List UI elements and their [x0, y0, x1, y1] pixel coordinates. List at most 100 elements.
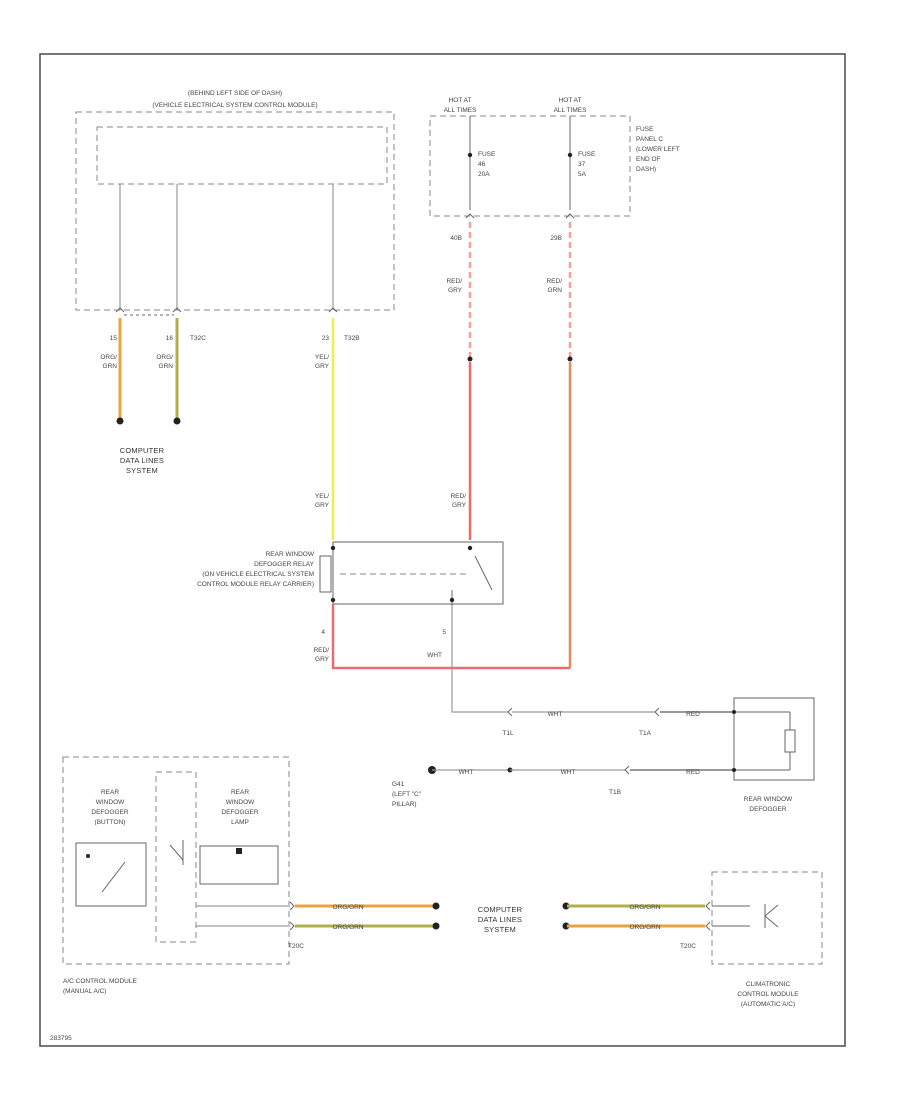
fuse-37-label-b: 37 [578, 161, 586, 168]
defogger-lamp-box [199, 845, 279, 885]
ground-label-a: G41 [392, 781, 405, 788]
fuse-panel-label-e: DASH) [636, 166, 656, 173]
cdls-top-label-b: DATA LINES [120, 456, 164, 465]
transistor-icon [169, 844, 184, 861]
ac-connector-2-icon [289, 921, 295, 931]
fuse-out-connector-2 [565, 213, 575, 219]
connector-pins-vecm [115, 307, 338, 313]
ct-module-name-c: (AUTOMATIC A/C) [741, 1001, 795, 1008]
relay-out-red-label-b: GRY [315, 656, 330, 663]
splice-2 [567, 356, 573, 362]
ground-label-b: (LEFT "C" [392, 791, 422, 798]
wire-red-gry-2-label-a: RED/ [546, 278, 562, 285]
wire-red-gry-relay-out [331, 604, 570, 670]
ac-button-label-d: (BUTTON) [95, 819, 126, 826]
defogger-label-b: DEFOGGER [749, 806, 787, 813]
fuse-panel-label-b: PANEL C [636, 136, 663, 143]
defogger-grid-icon [784, 729, 796, 753]
wire-red-1-label: RED [686, 711, 700, 718]
ac-button-label-a: REAR [101, 789, 119, 796]
fuse-out-1-label: 40B [450, 235, 462, 242]
diagram-frame [39, 53, 846, 1047]
connector-t1b-icon [624, 765, 630, 775]
fuse-panel-label-d: END OF [636, 156, 661, 163]
wire-wht-1-label: WHT [548, 711, 563, 718]
relay-wire-yel-label-a: YEL/ [315, 493, 329, 500]
pin-16-label: 16 [166, 335, 174, 342]
splice-1 [467, 356, 473, 362]
ac-lamp-label-a: REAR [231, 789, 249, 796]
ac-control-module [62, 756, 290, 965]
ac-button-label-c: DEFOGGER [91, 809, 129, 816]
ct-wire-1-label: ORG/GRN [629, 904, 660, 911]
relay-name-label-c: (ON VEHICLE ELECTRICAL SYSTEM [202, 571, 314, 578]
ground-label-c: PILLAR) [392, 801, 417, 808]
fuse-37-label-a: FUSE [578, 151, 596, 158]
defogger-button-icon [101, 861, 126, 893]
wire-yel-gry-label-b: GRY [315, 363, 330, 370]
ac-cdls-terminal-2 [432, 922, 440, 930]
relay-wire-red-label-b: GRY [452, 502, 467, 509]
ct-connector-2-icon [705, 921, 711, 931]
ac-lamp-label-b: WINDOW [226, 799, 255, 806]
wire-yel-gry-label-a: YEL/ [315, 354, 329, 361]
wire-wht-2-label: WHT [459, 769, 474, 776]
fuse-46-label-b: 46 [478, 161, 486, 168]
connector-t1l-icon [507, 707, 513, 717]
fuse-panel-label-c: (LOWER LEFT [636, 146, 680, 153]
wire-red-gry-1-label-b: GRY [448, 287, 463, 294]
ac-wire-1-label: ORG/GRN [332, 904, 363, 911]
pin-15-label: 15 [110, 335, 118, 342]
ct-connector-1-icon [705, 901, 711, 911]
relay-name-label-d: CONTROL MODULE RELAY CARRIER) [197, 581, 314, 588]
ac-lamp-label-d: LAMP [231, 819, 249, 826]
relay-wire-yel-label-b: GRY [315, 502, 330, 509]
cdls-terminal-2 [173, 417, 181, 425]
wire-org-grn-2-label-b: GRN [159, 363, 174, 370]
relay-pin-5-label: 5 [442, 629, 446, 636]
ct-module-name-a: CLIMATRONIC [746, 981, 791, 988]
wire-wht-3-label: WHT [561, 769, 576, 776]
vecm-location-label: (BEHIND LEFT SIDE OF DASH) [188, 90, 282, 97]
hot-at-1-label-a: HOT AT [449, 97, 472, 104]
cdls-bottom-label-b: DATA LINES [478, 915, 522, 924]
connector-t1l-label: T1L [502, 730, 514, 737]
pin-23-label: 23 [322, 335, 330, 342]
connector-t1a-label: T1A [639, 730, 652, 737]
cdls-bottom-label-c: SYSTEM [484, 925, 516, 934]
wire-org-grn-2-label-a: ORG/ [156, 354, 173, 361]
hot-at-2-label-a: HOT AT [559, 97, 582, 104]
climatronic-module [711, 871, 823, 965]
ac-module-name-a: A/C CONTROL MODULE [63, 978, 137, 985]
wire-wht-relay-out [451, 606, 508, 713]
relay-out-wht-label: WHT [427, 652, 442, 659]
relay-switch-icon [474, 555, 493, 591]
connector-t1b-label: T1B [609, 789, 621, 796]
cdls-terminal-1 [116, 417, 124, 425]
defogger-button-box [75, 842, 147, 907]
wire-red-2-label: RED [686, 769, 700, 776]
ct-module-name-b: CONTROL MODULE [737, 991, 799, 998]
fuse-46-icon [467, 152, 473, 158]
relay-out-red-label-a: RED/ [313, 647, 329, 654]
ac-wire-2-label: ORG/GRN [332, 924, 363, 931]
fuse-out-connector-1 [465, 213, 475, 219]
relay-wire-red-label-a: RED/ [450, 493, 466, 500]
fuse-46-label-c: 20A [478, 171, 490, 178]
ac-connector-1-icon [289, 901, 295, 911]
ct-cdls-terminal-1 [562, 902, 570, 910]
ac-module-name-b: (MANUAL A/C) [63, 988, 106, 995]
ac-cdls-terminal-1 [432, 902, 440, 910]
defogger-relay [319, 541, 504, 606]
cdls-top-label-a: COMPUTER [120, 446, 165, 455]
wire-red-gry-1-label-a: RED/ [446, 278, 462, 285]
rear-window-defogger [732, 697, 815, 781]
wire-org-grn-1-label-a: ORG/ [100, 354, 117, 361]
connector-t32b-label: T32B [344, 335, 360, 342]
fuse-37-label-c: 5A [578, 171, 587, 178]
ac-connector-label: T20C [288, 943, 304, 950]
ac-button-label-b: WINDOW [96, 799, 125, 806]
vecm-name-label: (VEHICLE ELECTRICAL SYSTEM CONTROL MODUL… [152, 102, 317, 109]
connector-t1a-icon [654, 707, 660, 717]
